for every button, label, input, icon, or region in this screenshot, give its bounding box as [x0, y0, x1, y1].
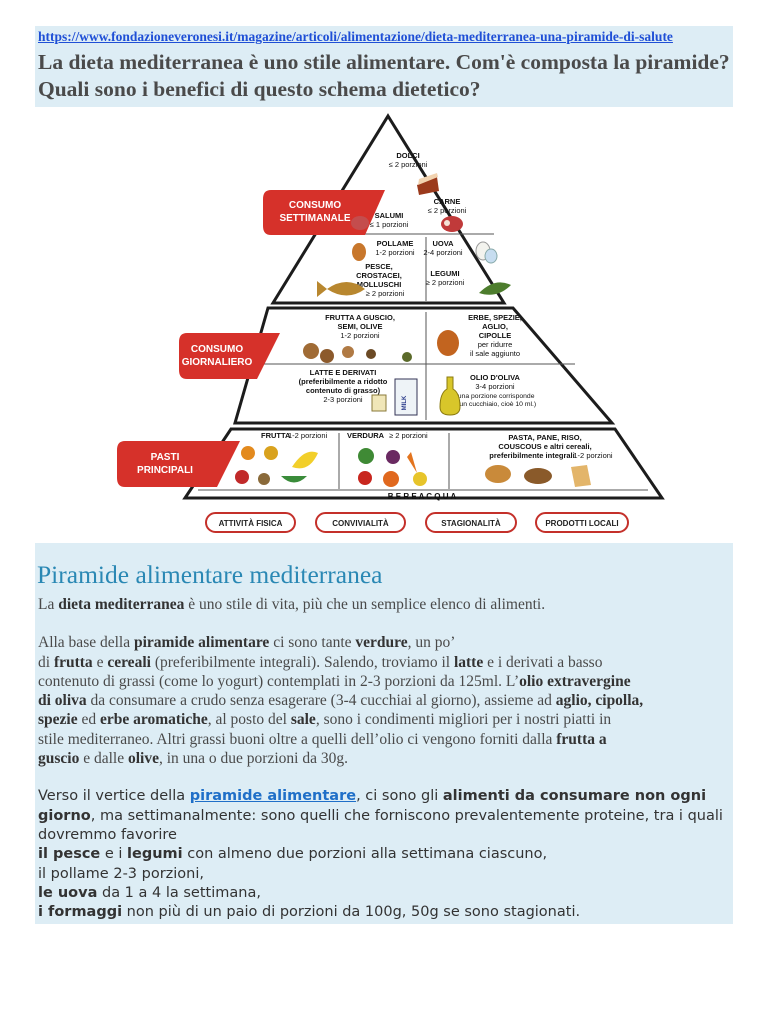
- uova-portion: 2-4 porzioni: [423, 248, 463, 257]
- pill-convivialita: CONVIVIALITÀ: [332, 519, 389, 528]
- main-meals-section: FRUTTA 1-2 porzioni VERDURA ≥ 2 porzioni…: [235, 431, 613, 501]
- onion-icon: [437, 330, 459, 356]
- dolci-portion: ≤ 2 porzioni: [389, 160, 428, 169]
- orange-icon: [241, 446, 255, 460]
- legumi-label: LEGUMI: [430, 269, 459, 278]
- pill-attivita-fisica: ATTIVITÀ FISICA: [219, 519, 283, 528]
- pollame-label: POLLAME: [377, 239, 414, 248]
- erbe-line1: ERBE, SPEZIE,: [468, 313, 522, 322]
- olio-portion: 3-4 porzioni: [475, 382, 515, 391]
- pesce-line2: CROSTACEI,: [356, 271, 402, 280]
- carne-label: CARNE: [434, 197, 461, 206]
- latte-line1: LATTE E DERIVATI: [310, 368, 377, 377]
- daily-section: FRUTTA A GUSCIO, SEMI, OLIVE 1-2 porzion…: [299, 313, 536, 416]
- carrot-icon: [407, 452, 417, 473]
- frutta-guscio-line2: SEMI, OLIVE: [337, 322, 382, 331]
- pill-stagionalita: STAGIONALITÀ: [441, 519, 501, 528]
- dolci-label: DOLCI: [396, 151, 419, 160]
- frutta-label: FRUTTA: [261, 431, 291, 440]
- pyramid-outline: [182, 113, 665, 500]
- milk-carton-icon: [394, 378, 418, 416]
- latte-line2: (preferibilmente a ridotto: [299, 377, 388, 386]
- eggplant-icon: [386, 450, 400, 464]
- weekly-section: DOLCI ≤ 2 porzioni CARNE ≤ 2 porzioni SA…: [317, 151, 511, 298]
- carne-portion: ≤ 2 porzioni: [428, 206, 467, 215]
- broccoli-icon: [358, 448, 374, 464]
- olio-note2: a un cucchiaio, cioè 10 ml.): [454, 401, 536, 408]
- grapes-icon: [258, 473, 270, 485]
- pyramid-figure: CONSUMO SETTIMANALE CONSUMO GIORNALIERO …: [35, 107, 733, 543]
- pasta-line1: PASTA, PANE, RISO,: [508, 433, 581, 442]
- milk-text: MILK: [402, 395, 408, 410]
- salumi-portion: ≤ 1 porzioni: [370, 220, 409, 229]
- pesce-portion: ≥ 2 porzioni: [366, 289, 405, 298]
- frutta-portion: 1-2 porzioni: [288, 431, 328, 440]
- article-url-link[interactable]: https://www.fondazioneveronesi.it/magazi…: [38, 29, 673, 44]
- cake-icon: [417, 177, 439, 195]
- bowl-icon: [524, 468, 552, 484]
- paragraph-base: Alla base della piramide alimentare ci s…: [38, 634, 644, 768]
- pesce-line3: MOLLUSCHI: [357, 280, 402, 289]
- meat-icon: [441, 216, 463, 232]
- pasta-portion: 1-2 porzioni: [573, 451, 613, 460]
- salumi-icon: [351, 216, 369, 230]
- olio-note1: (una porzione corrisponde: [456, 393, 535, 400]
- uova-label: UOVA: [432, 239, 454, 248]
- band-main-line2: PRINCIPALI: [137, 465, 193, 476]
- band-label-daily: CONSUMO GIORNALIERO: [179, 333, 280, 379]
- piramide-alimentare-link[interactable]: piramide alimentare: [189, 788, 357, 805]
- latte-portion: 2-3 porzioni: [323, 395, 363, 404]
- apple-icon: [235, 470, 249, 484]
- bread-icon: [485, 465, 511, 483]
- fish-icon: [317, 281, 365, 297]
- nuts-icon: [303, 343, 319, 359]
- cheese-icon: [371, 394, 387, 412]
- paragraph-vertex: Verso il vertice della piramide alimenta…: [38, 788, 723, 921]
- pepper-icon: [413, 472, 427, 486]
- verdura-portion: ≥ 2 porzioni: [389, 431, 428, 440]
- pasta-icon: [571, 465, 591, 487]
- watermelon-icon: [281, 476, 307, 483]
- legumi-portion: ≥ 2 porzioni: [426, 278, 465, 287]
- lifestyle-pills: ATTIVITÀ FISICA CONVIVIALITÀ STAGIONALIT…: [205, 512, 629, 533]
- pesce-line1: PESCE,: [365, 262, 393, 271]
- pasta-line2: COUSCOUS e altri cereali,: [498, 442, 591, 451]
- band-weekly-line1: CONSUMO: [289, 200, 341, 211]
- band-label-weekly: CONSUMO SETTIMANALE: [263, 190, 385, 235]
- food-pyramid: CONSUMO SETTIMANALE CONSUMO GIORNALIERO …: [117, 113, 665, 533]
- paragraph-intro: La dieta mediterranea è uno stile di vit…: [38, 596, 546, 613]
- peas-icon: [479, 282, 511, 295]
- section-title: Piramide alimentare mediterranea: [37, 560, 383, 589]
- pill-prodotti-locali: PRODOTTI LOCALI: [545, 519, 618, 528]
- article-section: Piramide alimentare mediterranea La diet…: [35, 543, 733, 924]
- headline: La dieta mediterranea è uno stile alimen…: [38, 50, 730, 101]
- frutta-guscio-portion: 1-2 porzioni: [340, 331, 380, 340]
- erbe-line2: AGLIO,: [482, 322, 508, 331]
- pollame-portion: 1-2 porzioni: [375, 248, 415, 257]
- oil-bottle-icon: [439, 376, 461, 416]
- verdura-label: VERDURA: [347, 431, 385, 440]
- band-daily-line2: GIORNALIERO: [182, 357, 253, 368]
- tomato-icon: [358, 471, 372, 485]
- erbe-note1: per ridurre: [478, 340, 513, 349]
- band-daily-line1: CONSUMO: [191, 344, 243, 355]
- bere-acqua-label: B E R E A C Q U A: [388, 492, 457, 501]
- chicken-leg-icon: [352, 243, 366, 261]
- band-main-line1: PASTI: [151, 452, 180, 463]
- olio-label: OLIO D'OLIVA: [470, 373, 521, 382]
- pasta-line3: preferibilmente integrali: [489, 451, 574, 460]
- salumi-label: SALUMI: [375, 211, 404, 220]
- band-label-main-meals: PASTI PRINCIPALI: [117, 441, 240, 487]
- erbe-note2: il sale aggiunto: [470, 349, 520, 358]
- frutta-guscio-line1: FRUTTA A GUSCIO,: [325, 313, 395, 322]
- pumpkin-icon: [383, 471, 399, 487]
- erbe-line3: CIPOLLE: [479, 331, 512, 340]
- band-weekly-line2: SETTIMANALE: [279, 213, 350, 224]
- latte-line3: contenuto di grasso): [306, 386, 381, 395]
- banana-icon: [292, 451, 318, 469]
